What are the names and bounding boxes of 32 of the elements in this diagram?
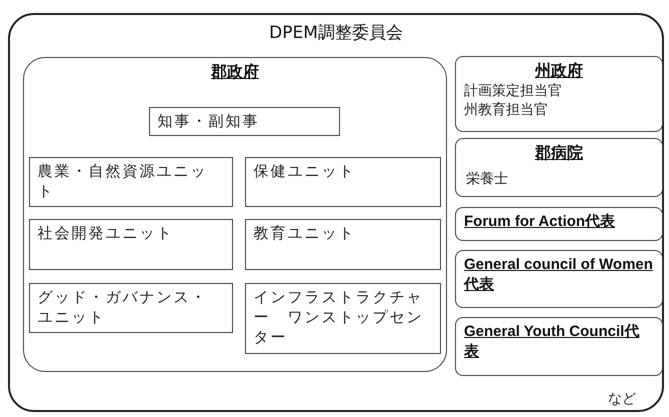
representative-box bbox=[455, 317, 663, 376]
organization-box bbox=[455, 56, 663, 132]
representative-text: Forum for Action代表 bbox=[464, 212, 616, 232]
unit-box bbox=[28, 218, 232, 270]
representative-text: General Youth Council代表 bbox=[464, 322, 640, 361]
group-heading: 郡政府 bbox=[210, 62, 260, 83]
unit-label: グッド・ガバナンス・ユニット bbox=[38, 286, 208, 327]
committee-title: DPEM調整委員会 bbox=[268, 22, 404, 44]
unit-label: 教育ユニット bbox=[254, 222, 356, 243]
role-text: 計画策定担当官 bbox=[464, 82, 563, 101]
unit-label: 保健ユニット bbox=[254, 160, 356, 181]
org-heading: 郡病院 bbox=[534, 143, 584, 164]
unit-label: 知事・副知事 bbox=[158, 110, 260, 132]
unit-box bbox=[244, 282, 440, 354]
unit-box bbox=[28, 156, 232, 206]
unit-label: インフラストラクチャー ワンストップセンター bbox=[254, 286, 424, 348]
role-text: 栄養士 bbox=[465, 170, 509, 189]
unit-box bbox=[28, 282, 232, 332]
unit-label: 社会開発ユニット bbox=[38, 222, 174, 243]
representative-box bbox=[455, 207, 663, 241]
organization-box bbox=[455, 138, 663, 197]
note-text: など bbox=[608, 390, 636, 408]
unit-box bbox=[244, 218, 440, 270]
role-text: 州教育担当官 bbox=[464, 100, 549, 120]
representative-box bbox=[455, 250, 663, 308]
government-panel bbox=[23, 57, 447, 372]
leader-box bbox=[148, 106, 340, 136]
committee-frame bbox=[8, 13, 664, 412]
unit-label: 農業・自然資源ユニット bbox=[38, 160, 208, 201]
unit-box bbox=[244, 156, 440, 206]
org-heading: 州政府 bbox=[534, 61, 584, 82]
representative-text: General council of Women代表 bbox=[464, 255, 654, 294]
